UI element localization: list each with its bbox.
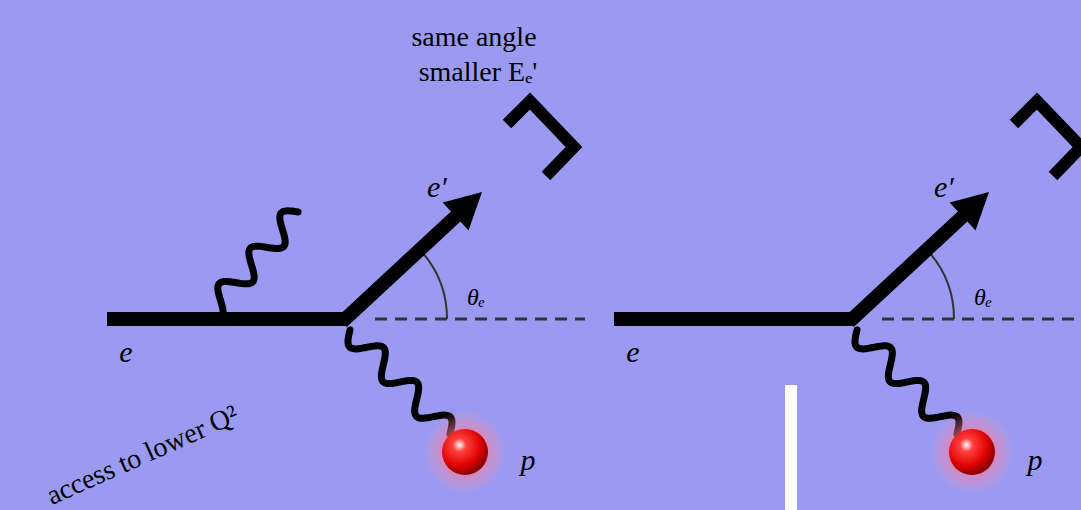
- particle-label: p: [521, 445, 536, 475]
- beam-axis: [882, 318, 1081, 321]
- particle-label: e′: [934, 172, 954, 202]
- annotation: smaller Eₑ': [419, 58, 538, 86]
- incoming-electron: [614, 312, 855, 326]
- beam-axis: [375, 318, 585, 321]
- incoming-electron: [107, 312, 348, 326]
- particle-label: e: [119, 337, 132, 367]
- angle-arc: [421, 251, 447, 319]
- particle-label: p: [1028, 445, 1043, 475]
- radiated-photon: [205, 211, 298, 319]
- annotation: same angle: [411, 23, 536, 51]
- proton-glow: [930, 410, 1014, 494]
- particle-label: e: [626, 337, 639, 367]
- divider-bar: [785, 385, 797, 510]
- angle-arc: [928, 251, 954, 319]
- particle-label: e′: [427, 172, 447, 202]
- outgoing-electron-arrow: [337, 192, 482, 327]
- proton: [442, 429, 488, 475]
- right-panel: [614, 101, 1081, 494]
- annotation: access to lower Q²: [42, 400, 242, 510]
- angle-label: θₑ: [467, 285, 485, 309]
- outgoing-electron-arrow: [844, 192, 989, 327]
- virtual-photon: [855, 330, 959, 434]
- proton-glow: [423, 410, 507, 494]
- proton: [949, 429, 995, 475]
- virtual-photon: [348, 330, 452, 434]
- detector-bracket: [1014, 101, 1081, 176]
- angle-label: θₑ: [974, 285, 992, 309]
- detector-bracket: [507, 101, 574, 176]
